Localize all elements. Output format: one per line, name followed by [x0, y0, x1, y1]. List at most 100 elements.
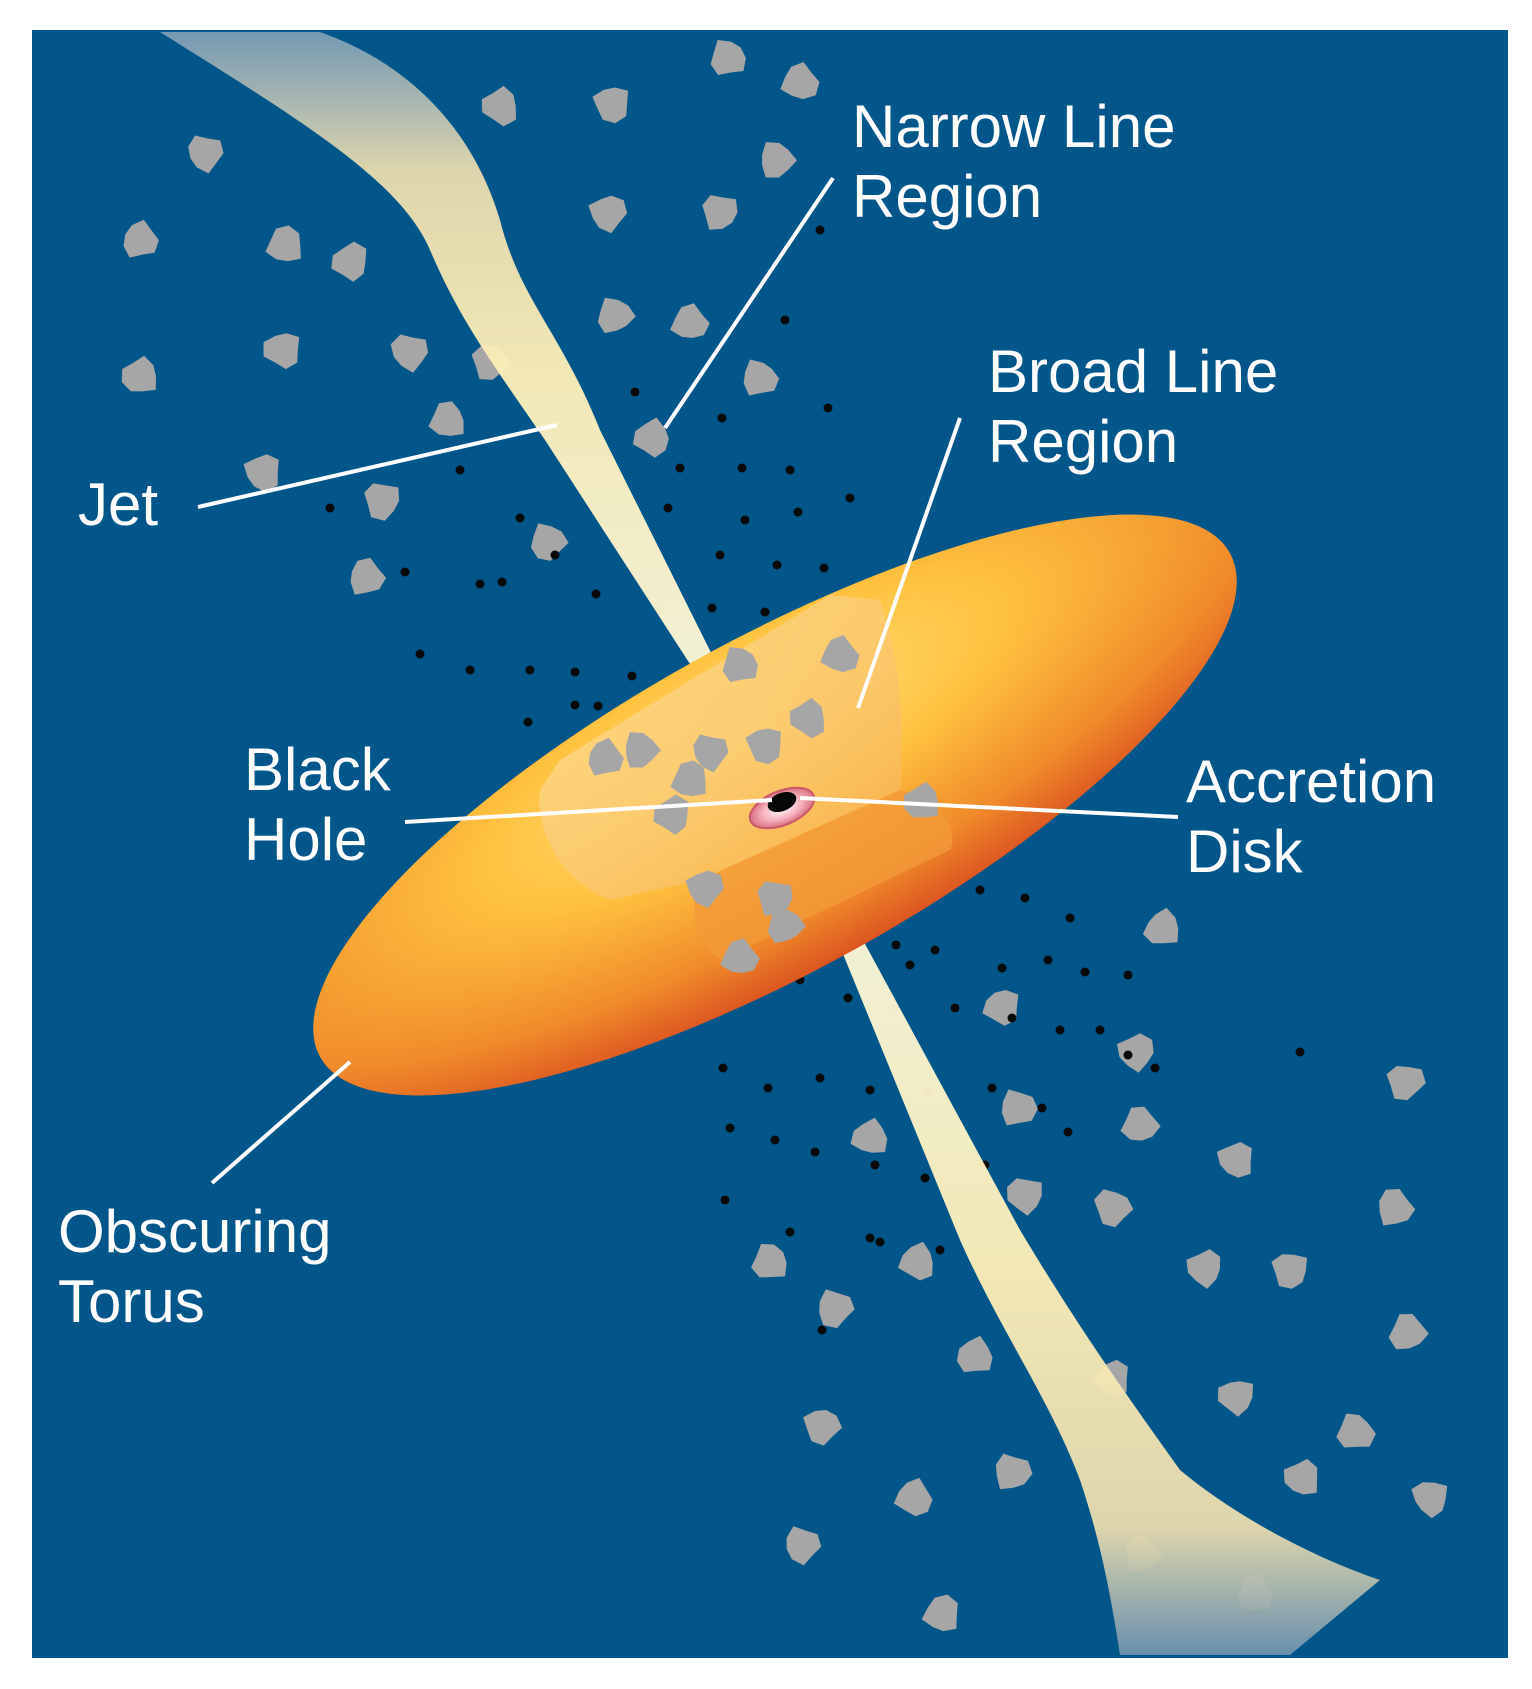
broad-line-region-dot: [627, 671, 637, 681]
narrow-line-region-cloud: [263, 333, 300, 370]
broad-line-region-dot: [1065, 913, 1075, 923]
broad-line-region-dot: [905, 960, 915, 970]
narrow-line-region-cloud: [1186, 1249, 1221, 1289]
label-narrow-line-region: Narrow Line Region: [852, 93, 1192, 230]
central-engine: [748, 786, 816, 830]
narrow-line-region-cloud: [1336, 1413, 1376, 1448]
broad-line-region-cloud: [670, 760, 706, 797]
narrow-line-region-cloud: [1271, 1254, 1307, 1289]
broad-line-region-dot: [950, 1003, 960, 1013]
broad-line-region-dot: [1150, 1063, 1160, 1073]
broad-line-region-dot: [525, 665, 535, 675]
leader-narrow-line-region: [663, 176, 835, 430]
broad-line-region-dot: [1123, 1050, 1133, 1060]
narrow-line-region-cloud: [588, 195, 628, 234]
broad-line-region-dot: [930, 945, 940, 955]
narrow-line-region-cloud: [428, 401, 464, 436]
broad-line-region-dot: [475, 579, 485, 589]
broad-line-region-dot: [920, 1173, 930, 1183]
broad-line-region-dot: [1007, 1013, 1017, 1023]
leader-black-hole: [404, 798, 773, 824]
broad-line-region-dot: [780, 315, 790, 325]
broad-line-region-dot: [1095, 1025, 1105, 1035]
narrow-line-region-cloud: [1379, 1189, 1416, 1226]
torus-inner-wall: [694, 790, 953, 960]
narrow-line-region-cloud: [819, 1289, 855, 1329]
broad-line-region-dot: [720, 1195, 730, 1205]
leader-obscuring-torus: [210, 1060, 352, 1185]
narrow-line-region-cloud: [123, 219, 159, 258]
broad-line-region-dot: [707, 603, 717, 613]
broad-line-region-dot: [823, 403, 833, 413]
narrow-line-region-cloud: [1094, 1189, 1134, 1228]
narrow-line-region-cloud: [1120, 1106, 1161, 1141]
broad-line-region-dot: [570, 700, 580, 710]
narrow-line-region-cloud: [1001, 1089, 1038, 1126]
narrow-line-region-cloud: [743, 359, 780, 396]
leader-broad-line-region: [856, 417, 962, 709]
label-obscuring-torus: Obscuring Torus: [58, 1198, 348, 1335]
narrow-line-region-cloud: [1117, 1033, 1154, 1073]
jet: [160, 32, 1380, 1655]
narrow-line-region-cloud: [751, 1243, 787, 1278]
narrow-line-region-cloud: [331, 241, 367, 282]
narrow-line-region-cloud: [803, 1410, 843, 1446]
label-broad-line-region: Broad Line Region: [988, 338, 1295, 475]
narrow-line-region-cloud: [762, 142, 797, 178]
broad-line-region-dot: [1037, 1103, 1047, 1113]
narrow-line-region-cloud: [1386, 1066, 1426, 1101]
narrow-line-region-cloud: [850, 1117, 888, 1153]
broad-line-region-dot: [737, 463, 747, 473]
broad-line-region-dot: [715, 550, 725, 560]
narrow-line-region-cloud: [350, 557, 387, 595]
narrow-line-region-cloud: [1216, 1142, 1252, 1178]
broad-line-region-dot: [1295, 1047, 1305, 1057]
broad-line-region-dot: [891, 940, 901, 950]
broad-line-region-cloud: [693, 734, 729, 773]
narrow-line-region-cloud: [1388, 1314, 1429, 1350]
broad-line-region-cloud: [767, 907, 806, 944]
jet-lower: [780, 798, 1380, 1655]
broad-line-region-dot: [1020, 893, 1030, 903]
broad-line-region-dot: [740, 515, 750, 525]
narrow-line-region-cloud: [390, 334, 429, 373]
label-narrow-line-region-line1: Narrow Line: [852, 93, 1175, 160]
broad-line-region-cloud: [626, 732, 661, 768]
narrow-line-region-cloud: [1283, 1458, 1318, 1495]
narrow-line-region-cloud: [364, 483, 400, 521]
broad-line-region-dot: [718, 1063, 728, 1073]
broad-line-region-cloud: [720, 938, 760, 973]
label-obscuring-torus-line2: Torus: [58, 1268, 205, 1335]
broad-line-region-cloud: [685, 870, 725, 909]
label-black-hole-line1: Black: [244, 736, 392, 803]
narrow-line-region-cloud: [710, 40, 746, 75]
broad-line-region-clouds: [588, 635, 938, 973]
broad-line-region-dot: [415, 649, 425, 659]
broad-line-region-dot: [987, 1083, 997, 1093]
label-accretion-disk: Accretion Disk: [1186, 748, 1453, 885]
narrow-line-region-cloud: [121, 355, 156, 392]
narrow-line-region-cloud: [188, 135, 224, 174]
label-broad-line-region-line1: Broad Line: [988, 338, 1278, 405]
broad-line-region-dot: [1055, 1025, 1065, 1035]
labels: Narrow Line Region Broad Line Region Jet…: [58, 93, 1453, 1335]
narrow-line-region-cloud: [531, 523, 569, 561]
narrow-line-region-cloud: [921, 1594, 958, 1632]
narrow-line-region-cloud: [956, 1335, 993, 1373]
broad-line-region-dot: [772, 560, 782, 570]
broad-line-region-dot: [815, 225, 825, 235]
broad-line-region-dot: [591, 589, 601, 599]
label-accretion-disk-line2: Disk: [1186, 818, 1304, 885]
broad-line-region-dot: [997, 963, 1007, 973]
broad-line-region-cloud: [903, 781, 938, 818]
narrow-line-region-cloud: [243, 454, 279, 493]
broad-line-region-dot: [455, 465, 465, 475]
broad-line-region-dot: [819, 563, 829, 573]
broad-line-region-dot: [497, 577, 507, 587]
label-obscuring-torus-line1: Obscuring: [58, 1198, 331, 1265]
broad-line-region-dot: [935, 1245, 945, 1255]
narrow-line-region-cloud: [481, 85, 516, 127]
narrow-line-region-cloud: [632, 417, 669, 458]
narrow-line-region-cloud: [995, 1453, 1033, 1490]
